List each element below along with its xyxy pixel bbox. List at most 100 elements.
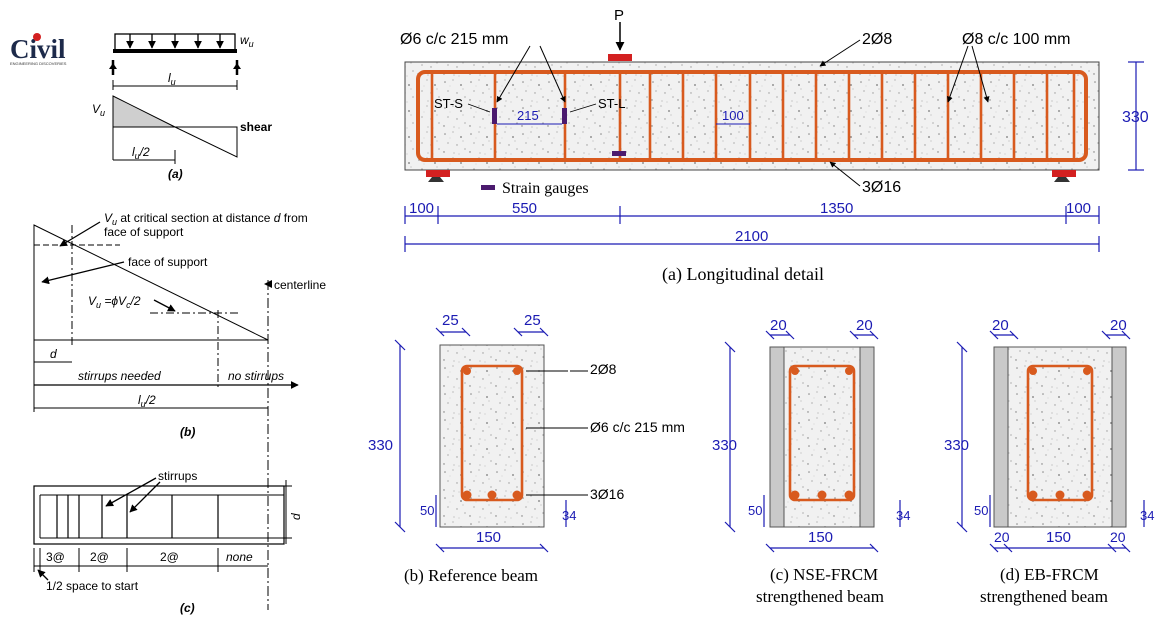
section-c-t-left: 20 [770, 317, 787, 334]
span-sub: u [171, 77, 176, 87]
main-reinforcement [416, 70, 1088, 162]
svg-text:lu/2: lu/2 [132, 145, 150, 161]
centerline-arrow-icon [264, 280, 272, 288]
section-reference-beam: 25 25 2Ø8 Ø6 c/c 215 mm 3Ø16 330 50 34 1… [368, 312, 685, 585]
section-d-width: 150 [1046, 529, 1071, 546]
strain-gauge-s [492, 108, 497, 124]
section-c-stirrup [788, 364, 856, 502]
dim-1350: 1350 [820, 200, 853, 217]
section-b-concrete [439, 344, 545, 528]
strain-gauge-l [562, 108, 567, 124]
span-label: l [168, 71, 171, 85]
load-label: w [240, 33, 250, 47]
half-span-b-label: l [138, 393, 141, 407]
fig-a-beam-shear: wu lu Vu shear lu/2 (a) [92, 33, 272, 181]
legend-strain-gauges: Strain gauges [502, 180, 589, 197]
formula-phi-vc: Vu =ϕVc/2 [88, 294, 141, 310]
rebar-bottom [462, 490, 472, 500]
section-b-stirrup [460, 364, 524, 502]
annotation-face-of-support: face of support [128, 255, 208, 269]
beam-body [404, 61, 1100, 171]
section-d-w-left: 20 [994, 529, 1010, 545]
section-b-caption: (b) Reference beam [404, 566, 538, 585]
section-b-height: 330 [368, 437, 393, 454]
right-support [1052, 170, 1076, 177]
d-label-c: d [289, 513, 303, 520]
rebar-top [463, 367, 471, 375]
left-support [426, 170, 450, 177]
section-c-dim-34: 34 [896, 508, 910, 523]
svg-text:lu: lu [168, 71, 176, 87]
strain-gauge-bottom [612, 151, 626, 156]
cover-25-right: 25 [524, 312, 541, 329]
section-b-stirrup-label: Ø6 c/c 215 mm [590, 419, 685, 435]
logo-mark-icon [33, 33, 41, 41]
annotation-critical-section: Vu at critical section at distance d fro… [104, 211, 308, 227]
section-c-frcm-right [859, 346, 875, 528]
section-d-caption-2: strengthened beam [980, 587, 1108, 606]
rebar-top [513, 367, 521, 375]
rebar-bottom [512, 490, 522, 500]
section-d-frcm-left [993, 346, 1009, 528]
load-plate [608, 54, 632, 61]
bottom-bars-label: 3Ø16 [862, 179, 901, 196]
fig-b-caption: (b) [180, 425, 195, 439]
start-note: 1/2 space to start [46, 579, 139, 593]
section-c-frcm-left [769, 346, 785, 528]
longitudinal-caption: (a) Longitudinal detail [662, 264, 824, 285]
half-span-label: l [132, 145, 135, 159]
fig-b-critical-section: Vu at critical section at distance d fro… [33, 211, 326, 610]
dim-2100: 2100 [735, 228, 768, 245]
dim-100-right: 100 [1066, 200, 1091, 217]
stirrup-right-label: Ø8 c/c 100 mm [962, 31, 1070, 48]
shear-positive-area [112, 95, 176, 128]
section-c-dim-50: 50 [748, 503, 762, 518]
stirrup-left-label: Ø6 c/c 215 mm [400, 31, 508, 48]
d-label: d [50, 347, 57, 361]
shear-sub: u [100, 108, 105, 118]
stirrups-label: stirrups [158, 469, 197, 483]
section-d-frcm-right [1111, 346, 1127, 528]
beam-outline [33, 485, 285, 545]
no-stirrups-label: no stirrups [228, 369, 284, 383]
shear-negative-area [174, 126, 238, 158]
annotation-critical-section-line2: face of support [104, 225, 184, 239]
dim-550: 550 [512, 200, 537, 217]
top-bars-label: 2Ø8 [862, 31, 892, 48]
svg-text:Vu: Vu [92, 102, 105, 118]
section-b-width: 150 [476, 529, 501, 546]
legend-gauge-swatch [481, 185, 495, 190]
svg-text:wu: wu [240, 33, 254, 49]
section-c-t-right: 20 [856, 317, 873, 334]
section-c-height: 330 [712, 437, 737, 454]
half-span-rest: /2 [139, 145, 150, 159]
segment-3-at: 3@ [46, 550, 65, 564]
section-c-caption-2: strengthened beam [756, 587, 884, 606]
section-d-height: 330 [944, 437, 969, 454]
section-d-t-right: 20 [1110, 317, 1127, 334]
svg-text:lu/2: lu/2 [138, 393, 156, 409]
section-d-dim-50: 50 [974, 503, 988, 518]
section-b-dim-50: 50 [420, 503, 434, 518]
stirrups-needed-label: stirrups needed [78, 369, 161, 383]
gauge-st-s-label: ST-S [434, 96, 463, 111]
section-d-w-right: 20 [1110, 529, 1126, 545]
section-b-bottom-bars: 3Ø16 [590, 486, 624, 502]
dim-100-left: 100 [409, 200, 434, 217]
section-b-top-bars: 2Ø8 [590, 361, 617, 377]
fig-c-caption: (c) [180, 601, 195, 615]
load-p-label: P [614, 7, 624, 24]
fig-a-caption: (a) [168, 167, 183, 181]
half-span-sub: u [135, 151, 140, 161]
section-eb-frcm: 20 20 330 50 34 20 150 20 (d) EB-FRCM st… [944, 317, 1154, 606]
section-c-width: 150 [808, 529, 833, 546]
section-b-dim-34: 34 [562, 508, 576, 523]
fig-c-stirrup-layout: stirrups d 3@ 2@ 2@ none 1/2 space to st… [33, 469, 303, 615]
section-c-caption-1: (c) NSE-FRCM [770, 565, 878, 584]
gauge-st-l-label: ST-L [598, 96, 625, 111]
section-d-dim-34: 34 [1140, 508, 1154, 523]
section-d-t-left: 20 [992, 317, 1009, 334]
section-nse-frcm: 20 20 330 50 34 150 (c) NSE-FRCM strengt… [712, 317, 910, 606]
height-330-label: 330 [1122, 109, 1149, 126]
section-d-caption-1: (d) EB-FRCM [1000, 565, 1099, 584]
